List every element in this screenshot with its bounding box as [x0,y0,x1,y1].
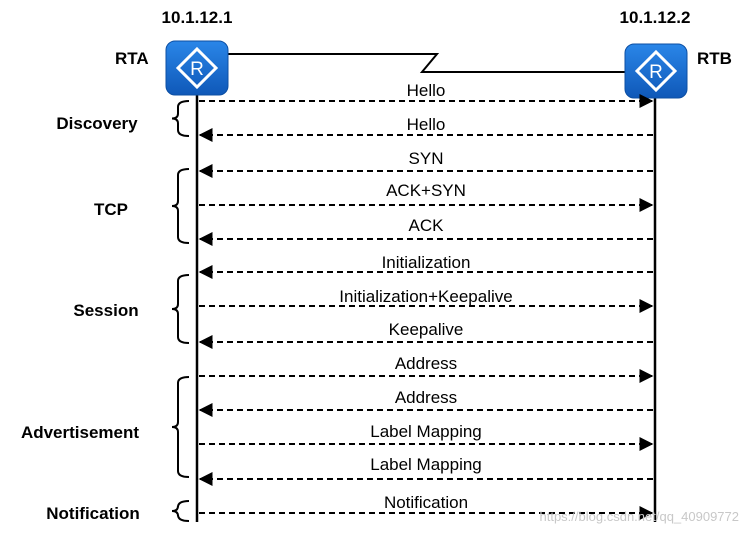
watermark-text: https://blog.csdn.net/qq_40909772 [540,509,740,524]
router-icon: R [165,40,229,96]
message-label: ACK [409,216,445,235]
phase-label: Advertisement [21,423,139,442]
message-label: Hello [407,115,446,134]
phase-bracket [171,500,190,522]
right-router-ip: 10.1.12.2 [620,8,691,27]
phase-label: Session [73,301,138,320]
phase-bracket [171,100,190,137]
phase-label: Notification [46,504,140,523]
message-label: ACK+SYN [386,181,466,200]
message-label: Initialization [382,253,471,272]
svg-text:R: R [190,59,204,80]
phase-bracket [171,274,190,344]
serial-link [228,53,625,73]
phase-label: Discovery [56,114,138,133]
message-label: Keepalive [389,320,464,339]
message-label: Label Mapping [370,422,482,441]
right-router-name: RTB [697,49,732,68]
message-label: Hello [407,81,446,100]
left-router-name: RTA [115,49,149,68]
svg-text:R: R [649,62,663,83]
message-label: Label Mapping [370,455,482,474]
message-label: Initialization+Keepalive [339,287,512,306]
message-label: Address [395,388,457,407]
phase-bracket [171,168,190,244]
message-label: SYN [409,149,444,168]
phase-label: TCP [94,200,128,219]
phase-bracket [171,376,190,478]
message-label: Notification [384,493,468,512]
message-label: Address [395,354,457,373]
left-router-ip: 10.1.12.1 [162,8,233,27]
router-icon: R [624,43,688,99]
